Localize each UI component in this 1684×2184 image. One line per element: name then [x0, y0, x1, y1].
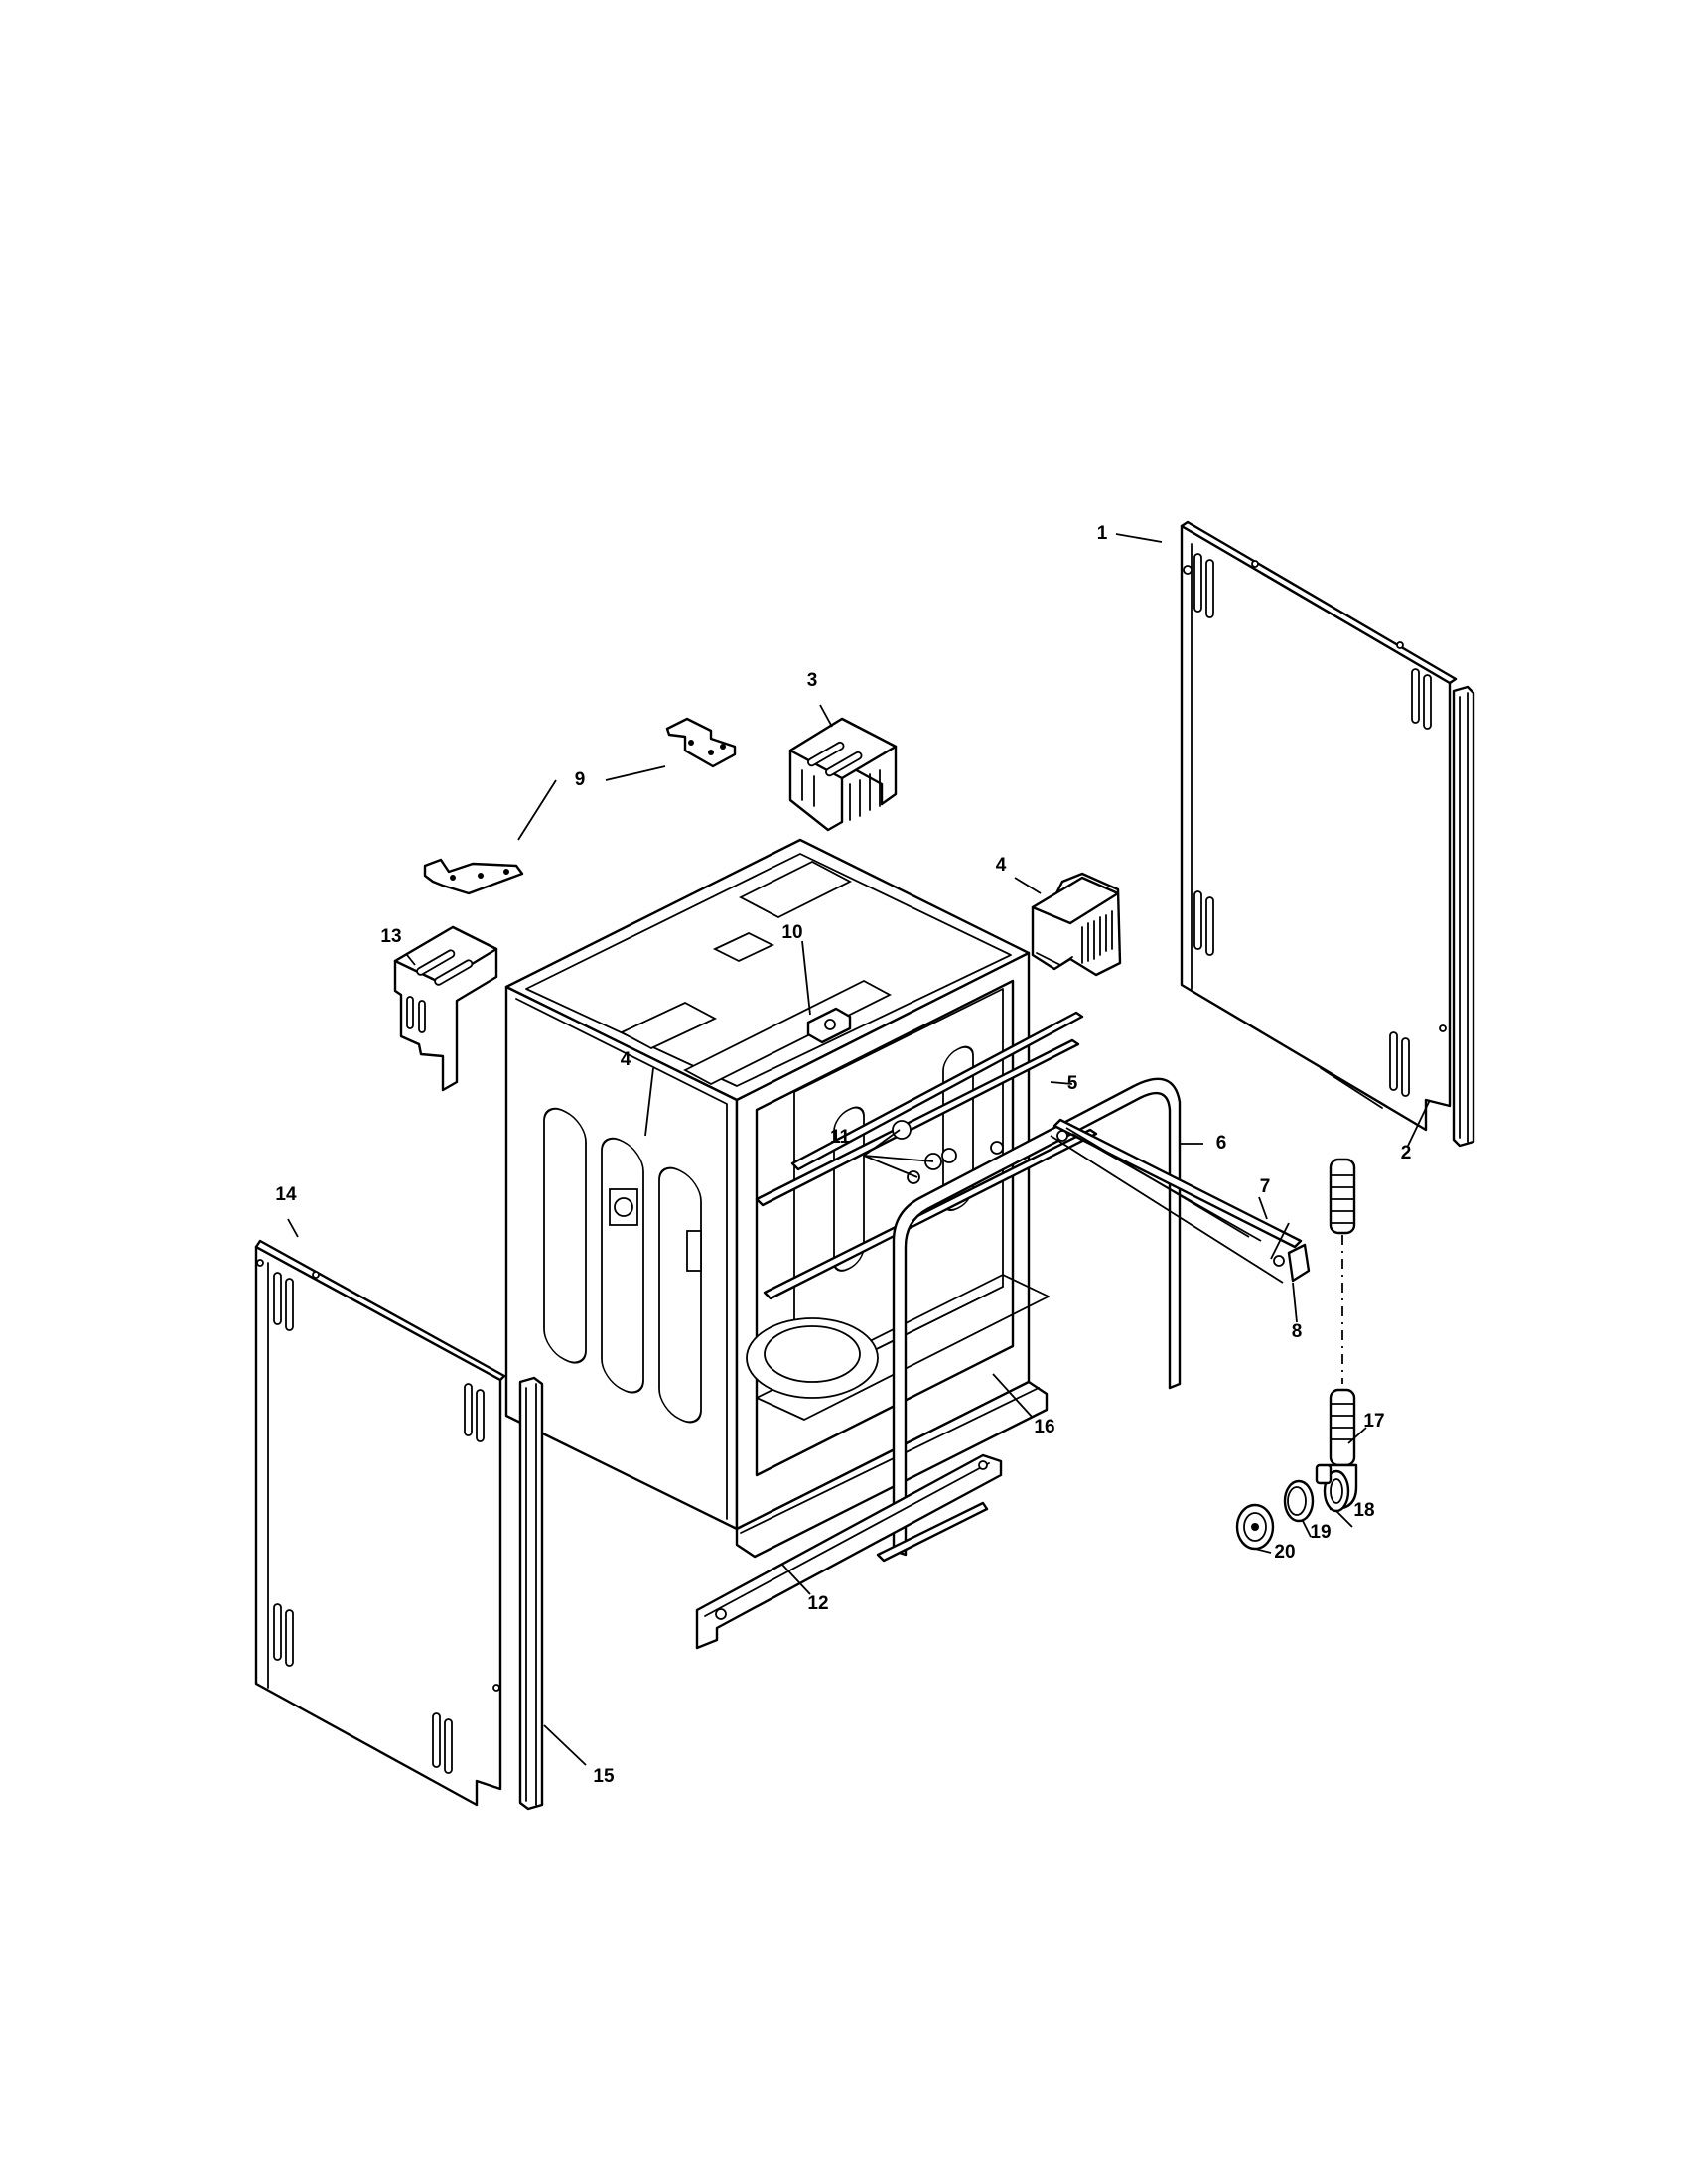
callout-11: 11 — [830, 1127, 851, 1148]
callout-9: 9 — [575, 769, 586, 790]
part-4-side-bracket-right — [1031, 872, 1122, 977]
part-7-front-rail — [1052, 1118, 1311, 1283]
part-17-hose-fitting — [1329, 1158, 1356, 1467]
callout-8: 8 — [1292, 1321, 1303, 1342]
callout-19: 19 — [1310, 1522, 1331, 1543]
leader-lines — [287, 533, 1431, 1766]
part-15-left-trim-strip — [518, 1376, 544, 1811]
callout-12: 12 — [807, 1593, 828, 1614]
part-5-top-rail — [790, 1011, 1084, 1171]
callout-1: 1 — [1097, 523, 1108, 544]
part-19-ring — [1283, 1479, 1315, 1523]
part-2-right-trim-strip — [1452, 685, 1475, 1148]
callout-3: 3 — [807, 670, 818, 691]
callout-20: 20 — [1274, 1542, 1295, 1563]
part-18-elbow-fitting — [1315, 1463, 1358, 1513]
callout-13: 13 — [380, 926, 401, 947]
part-12-bottom-bracket — [695, 1453, 1003, 1650]
callout-4b: 4 — [621, 1049, 632, 1070]
callout-10: 10 — [781, 922, 802, 943]
part-14-left-side-panel — [254, 1239, 506, 1807]
part-6-door-gasket — [892, 1077, 1182, 1557]
part-1-right-side-panel — [1180, 520, 1458, 1132]
callout-5: 5 — [1067, 1073, 1078, 1094]
callout-15: 15 — [593, 1766, 615, 1787]
callout-7: 7 — [1260, 1176, 1271, 1197]
callout-6: 6 — [1216, 1133, 1227, 1154]
part-20-cap — [1235, 1503, 1275, 1551]
part-3-top-bracket — [788, 717, 898, 832]
callout-17: 17 — [1363, 1411, 1384, 1432]
part-9-hinge-plate-upper — [665, 717, 737, 768]
callout-2: 2 — [1401, 1143, 1412, 1163]
callout-16: 16 — [1034, 1417, 1054, 1437]
part-9-hinge-plate-lower — [423, 858, 524, 895]
part-13-left-bracket — [393, 925, 498, 1092]
callout-labels: 1 2 3 4 4 5 6 7 8 9 10 11 12 13 14 15 16… — [275, 523, 1411, 1787]
callout-18: 18 — [1353, 1500, 1374, 1521]
part-16-tub-assembly — [504, 838, 1098, 1559]
callout-14: 14 — [275, 1184, 297, 1205]
callout-4a: 4 — [996, 855, 1007, 876]
